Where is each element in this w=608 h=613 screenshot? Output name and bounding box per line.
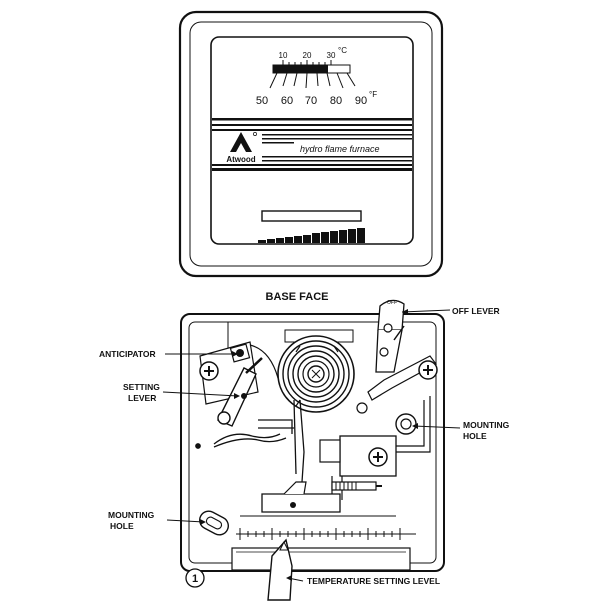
callout-leaders: [162, 309, 461, 582]
figure-number-badge: 1: [185, 568, 205, 588]
fahrenheit-tick-90: 90: [355, 95, 367, 107]
setting-lever-label-line2: LEVER: [128, 393, 156, 403]
front-outer-frame: [178, 10, 444, 278]
front-inner-frame: [189, 21, 433, 267]
front-face: 10 20 30 °C 50 60 70 80 90 °F: [178, 10, 444, 278]
mounting-hole-right-label-line1: MOUNTING: [463, 420, 510, 430]
off-lever[interactable]: OFF: [375, 299, 405, 373]
fahrenheit-tick-50: 50: [256, 95, 268, 107]
thermometer: 10 20 30 °C 50 60 70 80 90 °F: [256, 46, 377, 107]
wiring: [195, 399, 305, 483]
anticipator-label: ANTICIPATOR: [99, 349, 156, 359]
base-face: OFF: [180, 299, 445, 601]
celsius-tick-20: 20: [303, 51, 312, 60]
temperature-wedge-indicator: [258, 228, 365, 243]
celsius-tick-30: 30: [327, 51, 336, 60]
celsius-unit: °C: [338, 46, 347, 55]
setting-slot: [261, 210, 362, 222]
off-lever-label: OFF LEVER: [452, 306, 500, 316]
atwood-logo-icon: [224, 132, 258, 160]
fahrenheit-tick-70: 70: [305, 95, 317, 107]
product-text: hydro flame furnace: [300, 144, 380, 154]
fahrenheit-unit: °F: [369, 90, 377, 99]
mounting-hole-right-label-line2: HOLE: [463, 431, 487, 441]
callout-arrowheads: [200, 309, 418, 581]
switch-block: [319, 396, 431, 500]
bimetal-coil: [277, 329, 355, 413]
mounting-hole-left-label-line1: MOUNTING: [108, 510, 155, 520]
brand-band: Atwood hydro flame furnace: [212, 118, 412, 171]
celsius-tick-10: 10: [279, 51, 288, 60]
temperature-setting-lever[interactable]: [267, 538, 293, 601]
right-bracket: [356, 355, 438, 414]
thermometer-fill: [273, 65, 328, 73]
logo-name: Atwood: [226, 155, 255, 164]
mounting-hole-left: [199, 510, 229, 536]
temperature-setting-label: TEMPERATURE SETTING LEVEL: [307, 576, 440, 586]
off-dial-label: OFF: [387, 300, 397, 306]
mounting-hole-left-label-line2: HOLE: [110, 521, 134, 531]
fahrenheit-tick-60: 60: [281, 95, 293, 107]
base-face-title: BASE FACE: [266, 291, 329, 303]
mounting-hole-right: [395, 413, 417, 435]
setting-lever-label-line1: SETTING: [123, 382, 160, 392]
figure-number: 1: [192, 573, 198, 585]
slide-bracket: [240, 481, 396, 517]
front-face-plate: [210, 36, 414, 245]
temperature-scale: [231, 528, 416, 571]
fahrenheit-tick-80: 80: [330, 95, 342, 107]
